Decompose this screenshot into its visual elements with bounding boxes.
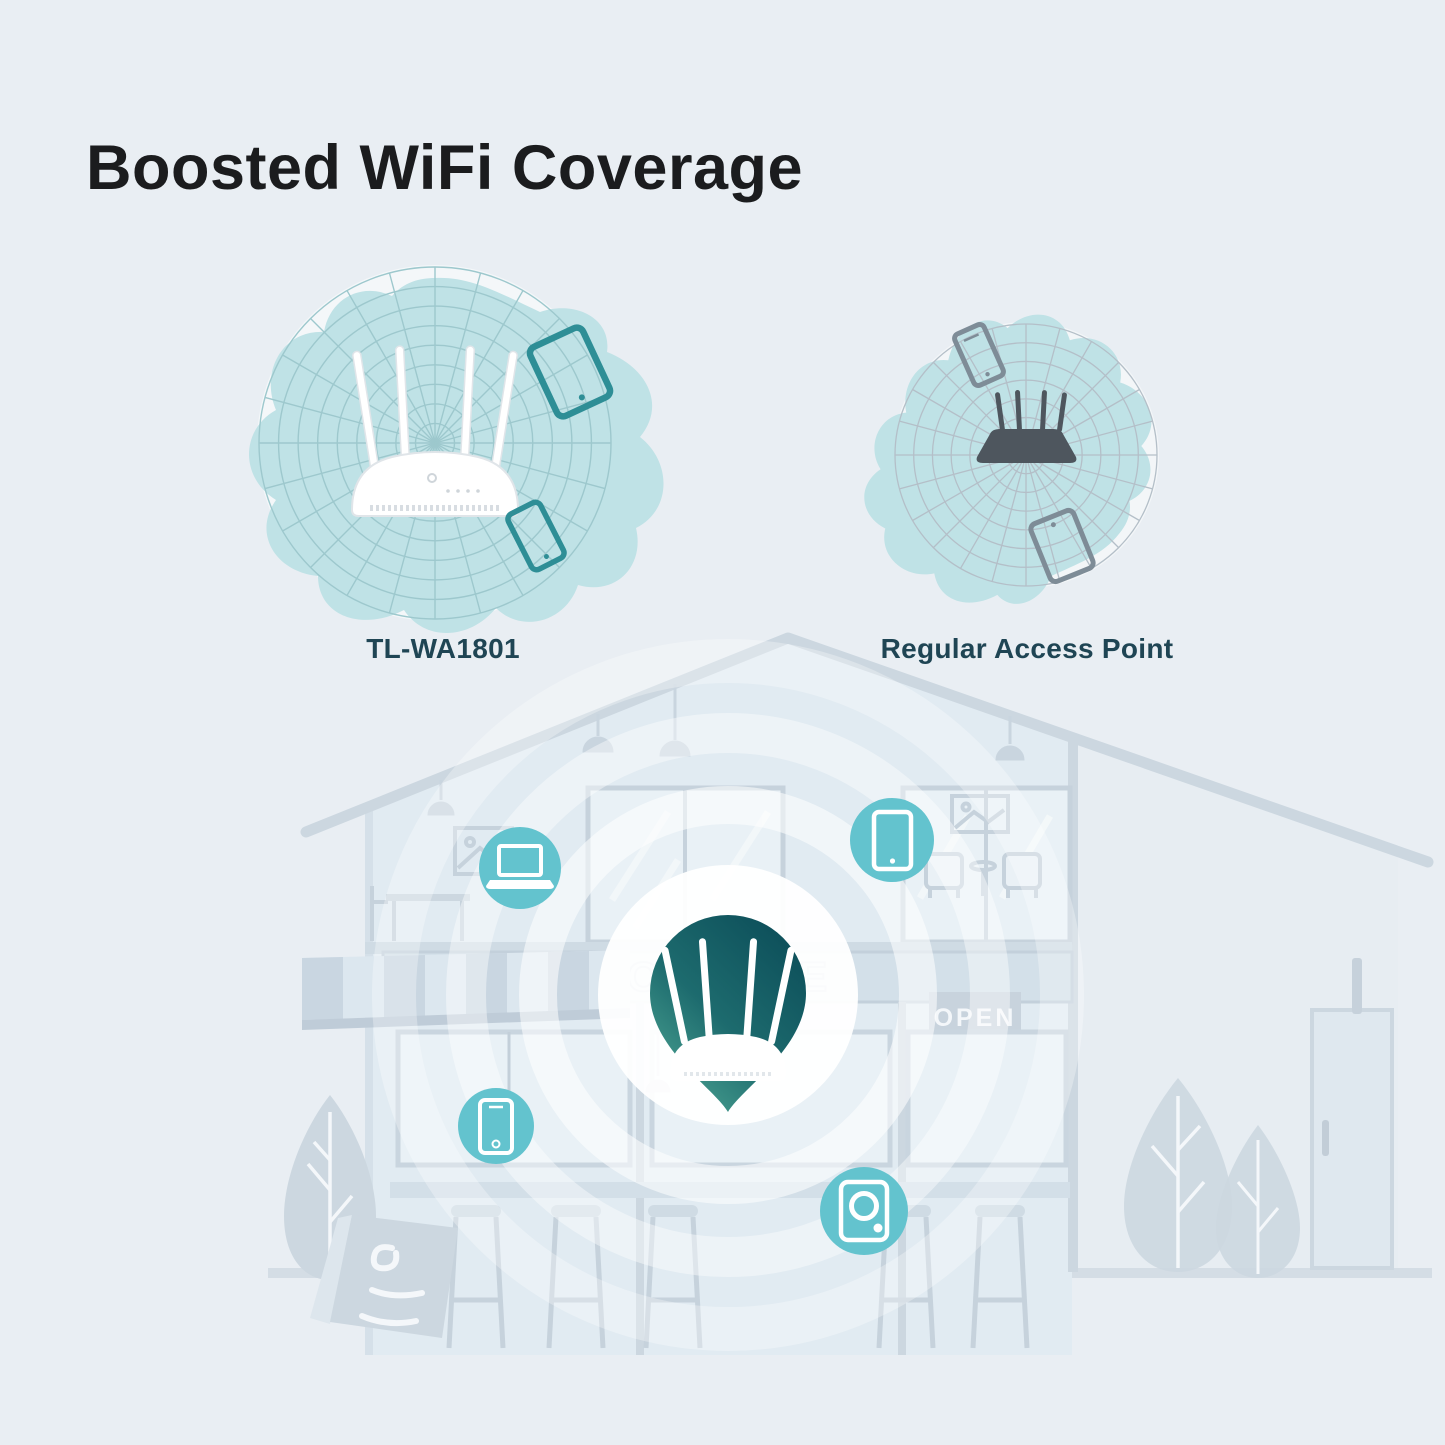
smart-camera-icon <box>838 1179 890 1243</box>
tree <box>1216 1125 1300 1278</box>
tablet-badge <box>850 798 934 882</box>
tablet-icon <box>526 324 614 420</box>
router-in-pin <box>661 938 795 1081</box>
tablet-icon <box>871 809 914 872</box>
smartphone-badge <box>458 1088 534 1164</box>
regular-router-silhouette <box>976 390 1077 463</box>
tree <box>1124 1078 1232 1272</box>
pendant-lamp-icon <box>427 684 1025 816</box>
coverage-map-regular-ap <box>813 262 1207 662</box>
smartphone-icon <box>952 322 1006 388</box>
armchairs <box>924 852 1042 898</box>
sandwich-board-sign <box>310 1215 458 1338</box>
open-sign-text: OPEN <box>934 1004 1017 1032</box>
tablet-icon <box>1028 507 1096 585</box>
picture-frame-icon <box>950 794 1010 834</box>
coverage-map-tlwa1801 <box>249 265 664 634</box>
wifi-coverage-rings <box>372 639 1084 1351</box>
access-point-location-pin <box>650 915 806 1112</box>
laptop-badge <box>479 827 561 909</box>
page-title: Boosted WiFi Coverage <box>86 133 804 204</box>
smart-camera-badge <box>820 1167 908 1255</box>
label-tlwa1801: TL-WA1801 <box>366 633 520 664</box>
door-handle <box>1322 1120 1329 1156</box>
smartphone-icon <box>478 1098 514 1155</box>
laptop-icon <box>486 844 554 889</box>
smartphone-icon <box>505 499 567 573</box>
label-regular-access-point: Regular Access Point <box>880 633 1174 664</box>
tlwa1801-router <box>350 345 520 517</box>
roof <box>300 632 1434 868</box>
connected-device-badges <box>458 798 934 1255</box>
radar-web-teal <box>258 266 612 620</box>
